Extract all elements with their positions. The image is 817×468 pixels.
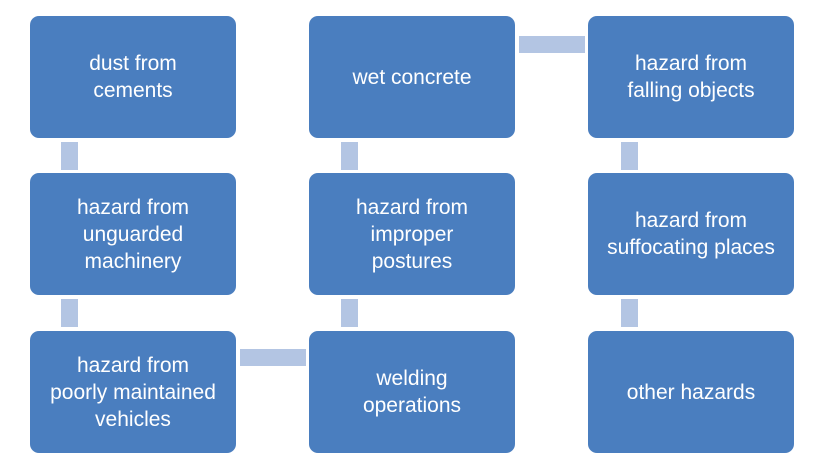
connector-welding-to-postures bbox=[341, 299, 358, 327]
box-label: hazard from unguarded machinery bbox=[76, 195, 190, 273]
box-suffocating-places: hazard from suffocating places bbox=[588, 173, 794, 295]
box-label: dust from cements bbox=[89, 52, 177, 102]
box-label: welding operations bbox=[362, 367, 462, 417]
box-label: hazard from poorly maintained vehicles bbox=[50, 353, 216, 431]
box-unguarded-machinery: hazard from unguarded machinery bbox=[30, 173, 236, 295]
box-label: hazard from falling objects bbox=[627, 52, 755, 102]
connector-postures-to-concrete bbox=[341, 142, 358, 170]
connector-machinery-to-vehicles bbox=[61, 299, 78, 327]
box-label: hazard from improper postures bbox=[355, 195, 469, 273]
box-other-hazards: other hazards bbox=[588, 331, 794, 453]
box-welding-operations: welding operations bbox=[309, 331, 515, 453]
box-label: wet concrete bbox=[352, 65, 472, 89]
box-poorly-maintained-vehicles: hazard from poorly maintained vehicles bbox=[30, 331, 236, 453]
box-falling-objects: hazard from falling objects bbox=[588, 16, 794, 138]
connector-falling-to-suffocating bbox=[621, 142, 638, 170]
box-dust-from-cements: dust from cements bbox=[30, 16, 236, 138]
box-improper-postures: hazard from improper postures bbox=[309, 173, 515, 295]
connector-dust-to-machinery bbox=[61, 142, 78, 170]
connector-concrete-to-falling-objects bbox=[519, 36, 585, 53]
box-label: other hazards bbox=[626, 380, 756, 404]
box-label: hazard from suffocating places bbox=[607, 209, 775, 259]
box-wet-concrete: wet concrete bbox=[309, 16, 515, 138]
connector-vehicles-to-welding bbox=[240, 349, 306, 366]
connector-suffocating-to-other bbox=[621, 299, 638, 327]
